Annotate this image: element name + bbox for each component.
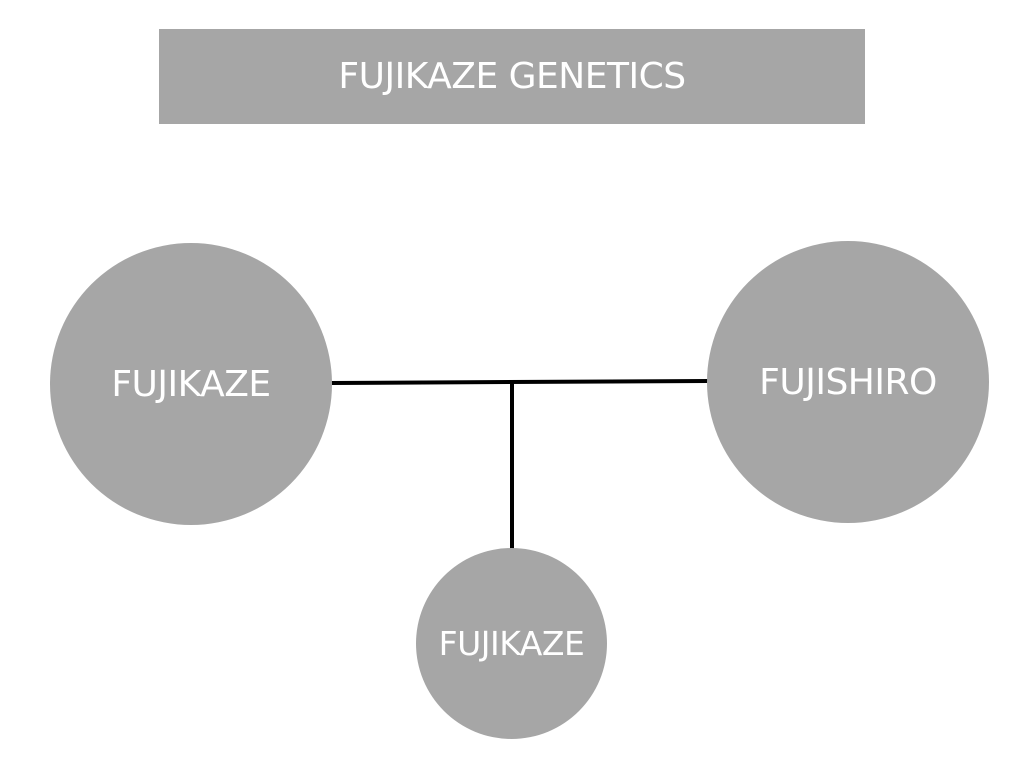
diagram-title-text: FUJIKAZE GENETICS bbox=[338, 56, 686, 97]
node-parent-right[interactable]: FUJISHIRO bbox=[707, 241, 989, 523]
node-child[interactable]: FUJIKAZE bbox=[416, 548, 607, 739]
node-label: FUJISHIRO bbox=[759, 361, 937, 403]
diagram-title: FUJIKAZE GENETICS bbox=[159, 29, 865, 124]
pairing-line bbox=[330, 379, 709, 385]
node-label: FUJIKAZE bbox=[438, 624, 585, 663]
node-parent-left[interactable]: FUJIKAZE bbox=[50, 243, 332, 525]
node-label: FUJIKAZE bbox=[111, 363, 271, 405]
